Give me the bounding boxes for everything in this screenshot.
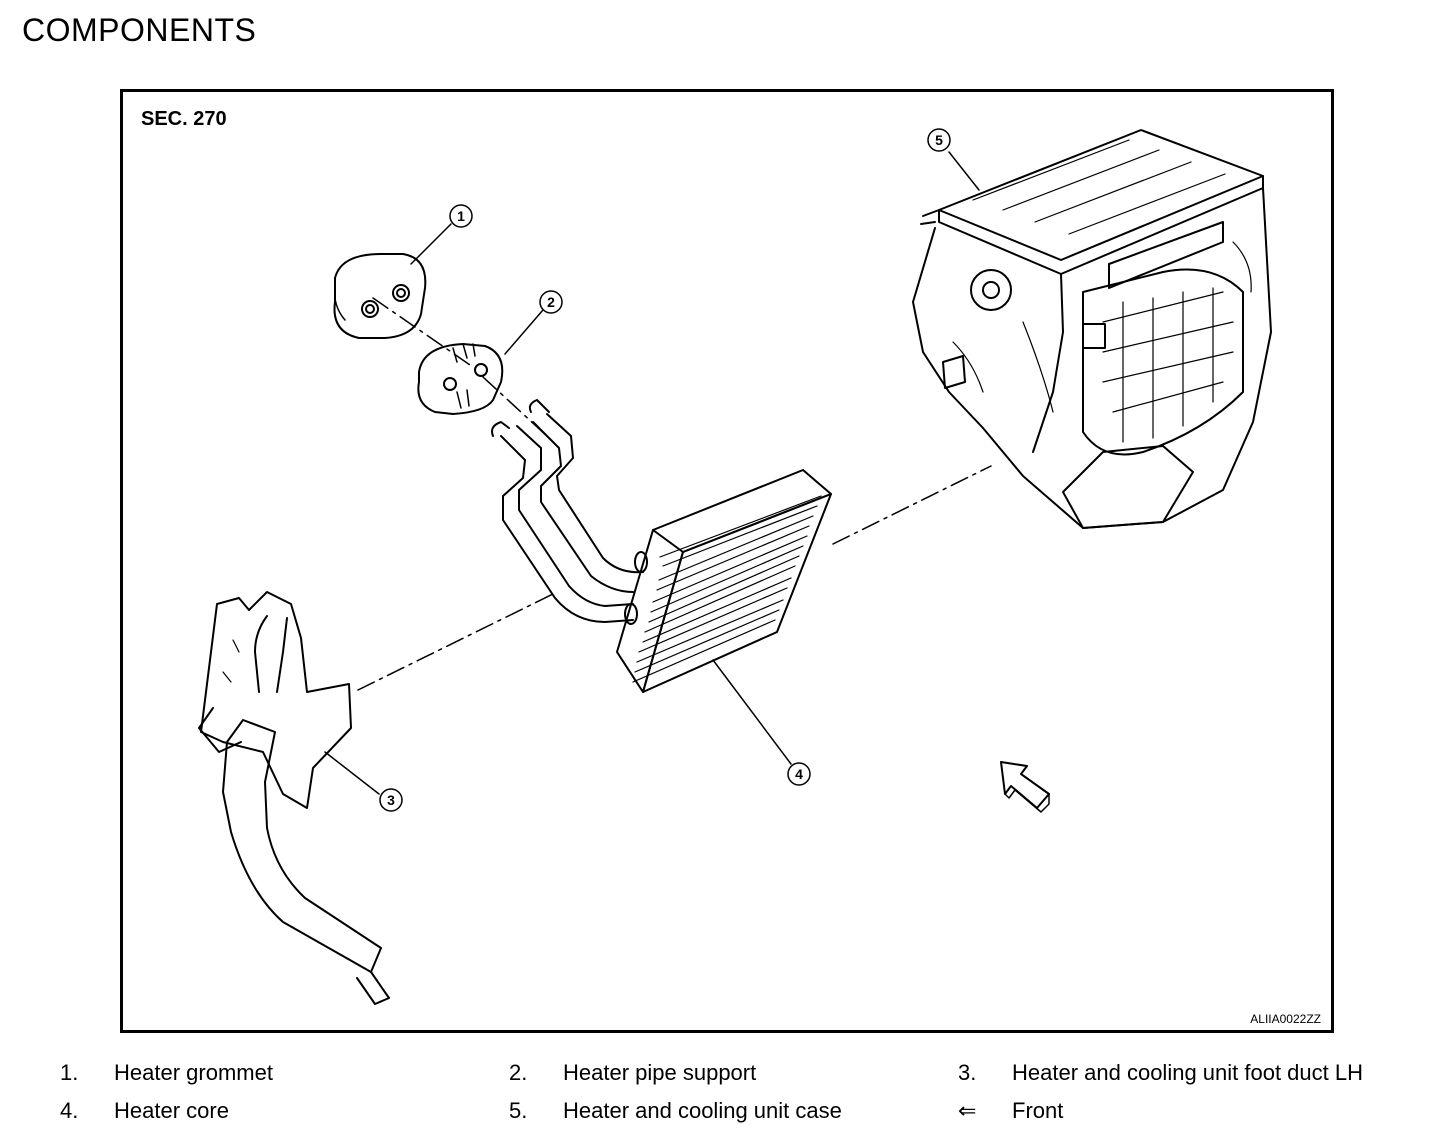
legend-number: 5. [509,1098,528,1123]
legend-label: Heater core [114,1098,229,1123]
svg-text:2: 2 [547,294,555,310]
heater-grommet-part [333,253,427,339]
heater-pipe-support-part [417,343,504,415]
svg-text:1: 1 [457,208,465,224]
legend-label: Heater grommet [114,1060,273,1085]
legend-label: Heater and cooling unit case [563,1098,842,1123]
exploded-diagram: 1 2 3 4 5 [198,128,1272,1005]
heater-cooling-unit-case-part [912,129,1272,529]
figure-frame: SEC. 270 [120,89,1334,1033]
figure-code: ALIIA0022ZZ [1250,1012,1321,1026]
callout-leaders [324,151,980,795]
svg-text:4: 4 [795,766,803,782]
legend-number: 2. [509,1060,528,1085]
svg-text:3: 3 [387,792,395,808]
legend-number: 1. [60,1060,79,1085]
legend-label: Heater pipe support [563,1060,757,1085]
callout-3: 3 [379,788,403,812]
callout-5: 5 [927,128,951,152]
callouts: 1 2 3 4 5 [379,128,951,812]
alignment-lines [357,297,992,691]
callout-1: 1 [449,204,473,228]
callout-2: 2 [539,290,563,314]
foot-duct-lh-part [198,591,390,1005]
heater-core-part [616,469,832,693]
page-title: COMPONENTS [22,12,257,48]
legend-number: 4. [60,1098,79,1123]
front-direction-arrow [1000,761,1050,813]
heater-pipes [491,399,648,625]
svg-text:5: 5 [935,132,943,148]
legend-number: 3. [958,1060,977,1085]
legend-label: Heater and cooling unit foot duct LH [1012,1060,1364,1085]
legend-label: Front [1012,1098,1064,1123]
callout-4: 4 [787,762,811,786]
section-label: SEC. 270 [141,108,227,130]
front-arrow-symbol: ⇐ [958,1098,977,1123]
